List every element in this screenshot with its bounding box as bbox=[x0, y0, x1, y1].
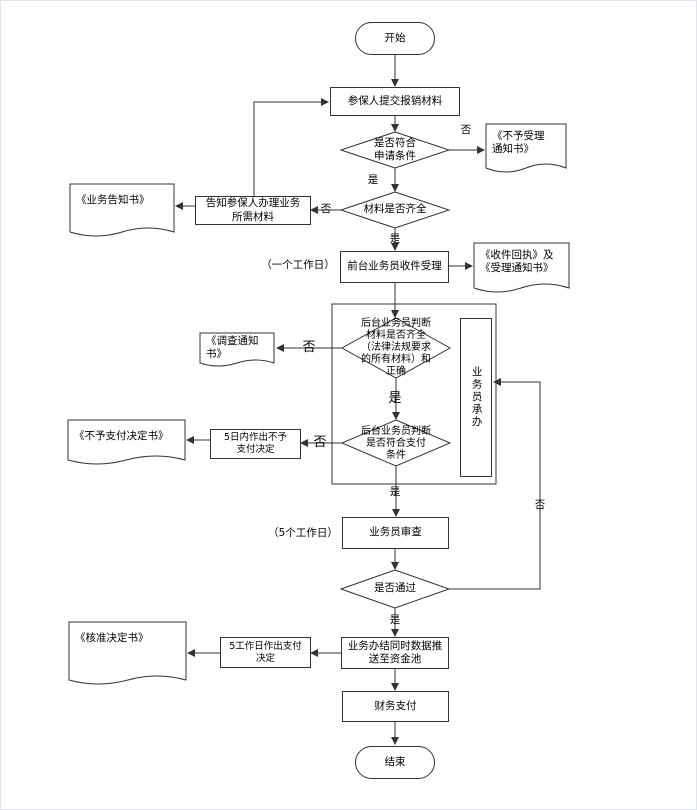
label-eligible-yes: 是 bbox=[367, 174, 379, 187]
finance-pay-box: 财务支付 bbox=[342, 691, 449, 722]
edge-notify-loop-back bbox=[253, 98, 329, 196]
start-terminal: 开始 bbox=[355, 22, 435, 55]
label-judge-yes: 是 bbox=[388, 390, 402, 406]
approval-document-shape bbox=[68, 621, 187, 685]
label-judge-no: 否 bbox=[302, 339, 316, 355]
five-workdays-note: （5个工作日） bbox=[268, 527, 338, 540]
label-complete-yes: 是 bbox=[389, 233, 401, 246]
no-accept-document: 《不予受理 通知书》 bbox=[492, 130, 545, 156]
no-pay-5day-box: 5日内作出不予 支付决定 bbox=[210, 429, 301, 459]
no-accept-document-shape bbox=[485, 123, 567, 173]
officer-in-charge-box: 业务员承办 bbox=[460, 318, 492, 477]
business-notice-document-shape bbox=[69, 183, 175, 237]
label-payment-no: 否 bbox=[313, 434, 327, 450]
notify-materials-box: 告知参保人办理业务 所需材料 bbox=[195, 196, 311, 225]
officer-review-box: 业务员审查 bbox=[342, 517, 449, 549]
submit-materials-box: 参保人提交报销材料 bbox=[330, 87, 460, 116]
no-pay-document-shape bbox=[67, 419, 186, 465]
one-workday-note: （一个工作日） bbox=[261, 259, 335, 272]
passed-decision-label: 是否通过 bbox=[374, 582, 416, 595]
review-group-frame bbox=[331, 303, 497, 485]
label-payment-yes: 是 bbox=[389, 486, 401, 499]
edge-passed-no-loop bbox=[449, 378, 541, 590]
receipt-document: 《收件回执》及 《受理通知书》 bbox=[480, 249, 554, 275]
receipt-document-shape bbox=[473, 242, 570, 293]
business-notice-document: 《业务告知书》 bbox=[76, 194, 150, 206]
label-eligible-no: 否 bbox=[460, 124, 472, 137]
pay-5day-box: 5工作日作出支付 决定 bbox=[220, 637, 311, 668]
investigation-document-shape bbox=[199, 332, 275, 367]
meets-payment-decision-label: 后台业务员判断 是否符合支付 条件 bbox=[361, 426, 431, 461]
investigation-document: 《调查通知 书》 bbox=[206, 335, 259, 361]
label-passed-yes: 是 bbox=[389, 614, 401, 627]
no-pay-document: 《不予支付决定书》 bbox=[74, 430, 169, 442]
end-terminal: 结束 bbox=[355, 746, 435, 779]
backend-judge-decision-label: 后台业务员判断 材料是否齐全 （法律法规要求 的所有材料）和 正确 bbox=[361, 318, 431, 377]
front-accept-box: 前台业务员收件受理 bbox=[340, 251, 449, 283]
pool-push-box: 业务办结同时数据推 送至资金池 bbox=[341, 637, 449, 669]
complete-decision-label: 材料是否齐全 bbox=[363, 203, 427, 216]
label-passed-no: 否 bbox=[534, 499, 546, 512]
eligible-decision-label: 是否符合 申请条件 bbox=[374, 136, 416, 162]
label-complete-no: 否 bbox=[320, 203, 332, 216]
approval-document: 《核准决定书》 bbox=[75, 632, 149, 644]
